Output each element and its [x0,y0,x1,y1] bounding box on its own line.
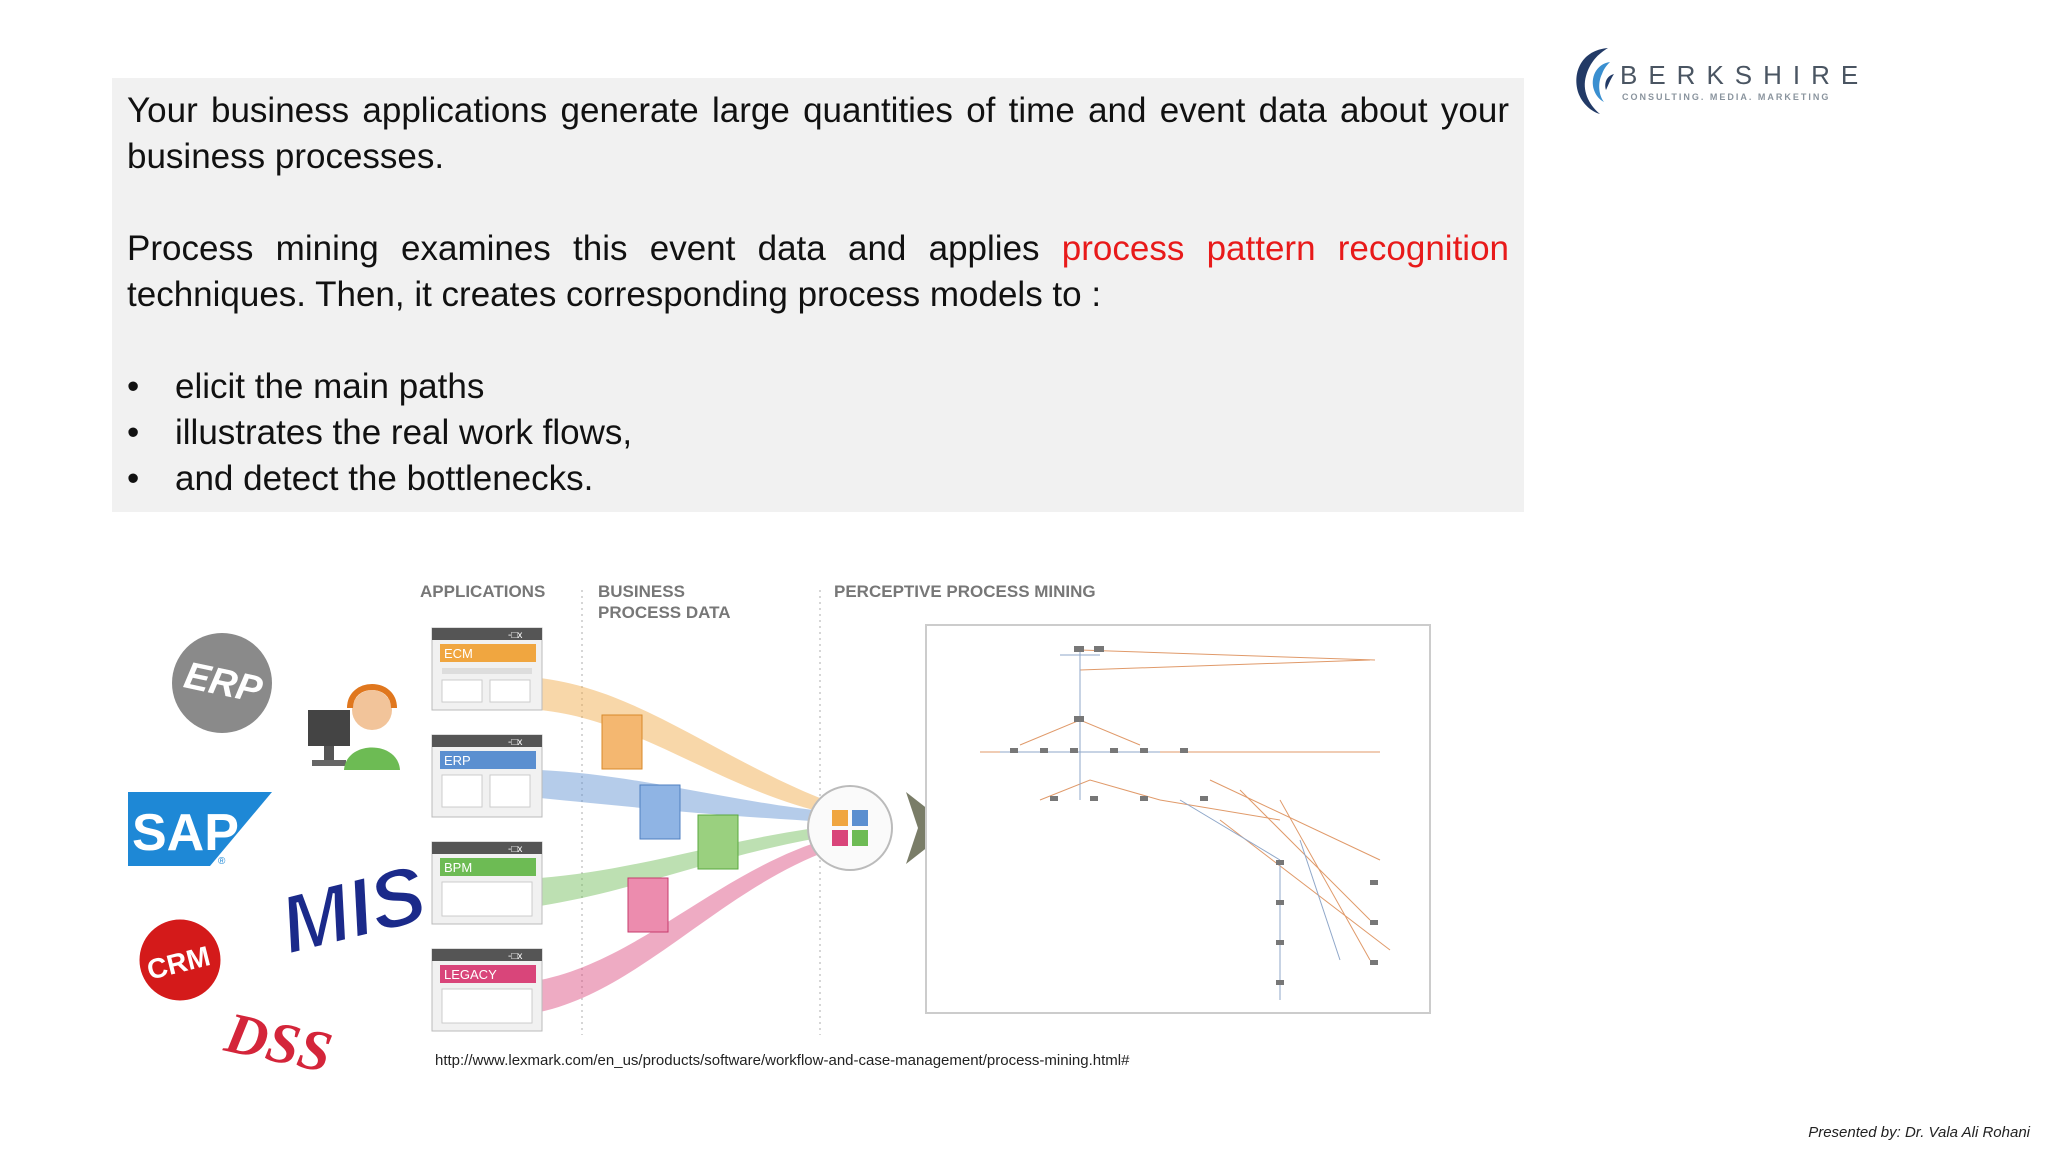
process-model-frame [925,624,1431,1014]
bullet-dot: • [127,459,140,498]
paragraph-intro: Your business applications generate larg… [127,91,1509,176]
data-sheet-pink [627,877,669,933]
data-sheet-green [697,814,739,870]
source-link[interactable]: http://www.lexmark.com/en_us/products/so… [435,1052,1130,1069]
data-sheet-blue [639,784,681,840]
user-headset-icon [308,684,400,770]
app-window-legacy: -□x LEGACY [431,948,543,1032]
bullet-text: elicit the main paths [175,367,485,406]
sap-logo: SAP ® [128,792,272,867]
process-mining-diagram: APPLICATIONS BUSINESS PROCESS DATA PERCE… [80,560,1480,1080]
berkshire-swirl-icon [1576,48,1614,114]
paragraph-text-after: techniques. Then, it creates correspondi… [127,275,1102,314]
bullet-item: • and detect the bottlenecks. [127,456,1509,502]
bullet-dot: • [127,367,140,406]
header-applications: APPLICATIONS [420,582,545,601]
header-mining: PERCEPTIVE PROCESS MINING [834,582,1096,601]
bullet-list: • elicit the main paths • illustrates the … [127,364,1509,502]
logo-wordmark: BERKSHIRE [1620,60,1870,90]
window-controls: -□x [508,737,522,748]
app-window-ecm: -□x ECM [431,627,543,711]
highlight-text: process pattern recognition [1061,229,1510,268]
app-window-erp: -□x ERP [431,734,543,818]
berkshire-logo: BERKSHIRE CONSULTING. MEDIA. MARKETING [1568,42,1858,120]
app-label-erp: ERP [444,753,471,768]
header-business-data-2: PROCESS DATA [598,603,731,622]
header-business-data-1: BUSINESS [598,582,685,601]
content-text-box: Your business applications generate larg… [112,78,1524,512]
bullet-text: and detect the bottlenecks. [175,459,594,498]
app-label-legacy: LEGACY [444,967,497,982]
registered-mark: ® [218,856,226,867]
app-label-bpm: BPM [444,860,472,875]
hub-circle [807,785,893,871]
window-controls: -□x [508,630,522,641]
bullet-item: • illustrates the real work flows, [127,410,1509,456]
crm-logo: CRM [136,916,224,1004]
logo-tagline: CONSULTING. MEDIA. MARKETING [1622,92,1831,102]
paragraph-process-mining: Process mining examines this event data … [127,226,1509,318]
bullet-text: illustrates the real work flows, [175,413,633,452]
window-controls: -□x [508,951,522,962]
app-window-bpm: -□x BPM [431,841,543,925]
bullet-dot: • [127,413,140,452]
paragraph-text-before: Process mining examines this event data … [127,229,1062,268]
app-label-ecm: ECM [444,646,473,661]
sap-logo-text: SAP [132,804,239,862]
presenter-credit: Presented by: Dr. Vala Ali Rohani [1808,1124,2030,1141]
bullet-item: • elicit the main paths [127,364,1509,410]
data-sheet-orange [601,714,643,770]
window-controls: -□x [508,844,522,855]
erp-logo: ERP [172,633,272,733]
